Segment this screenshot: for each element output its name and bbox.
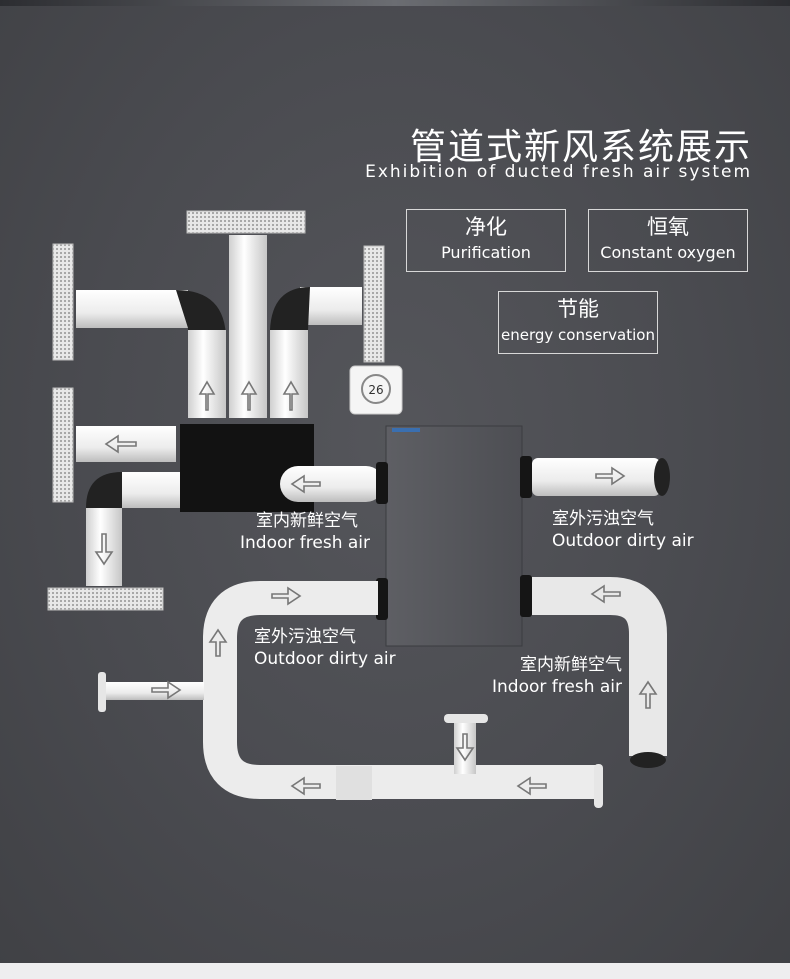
feature-oxygen-en: Constant oxygen [600,243,736,262]
arrow-down-2 [455,733,475,762]
feature-energy-conservation: 节能 energy conservation [498,291,658,354]
arrow-up-2 [240,380,258,411]
arrow-left-4 [290,776,321,796]
label-outdoor-dirty-bottom-en: Outdoor dirty air [254,649,396,669]
arrow-right-3 [151,680,182,700]
arrow-left-5 [516,776,547,796]
arrow-left-3 [590,584,621,604]
duct-left-horizontal [76,426,176,462]
duct-upper-horizontal-right [300,287,362,325]
grille-left-top [52,243,74,361]
thermostat-dial [361,374,391,404]
duct-elbow-right [270,287,310,330]
arrow-right-2 [271,586,302,606]
duct-elbow-left [176,290,226,340]
label-outdoor-dirty-top: 室外污浊空气 Outdoor dirty air [552,508,694,552]
arrow-left-2 [290,474,321,494]
exhaust-outlet-top [654,458,670,496]
duct-elbow-lower-left [86,472,122,508]
arrow-up-5 [638,680,658,709]
duct-left-horizontal-2 [122,472,180,508]
label-indoor-fresh-top-en: Indoor fresh air [240,533,370,553]
duct-vertical-left [188,330,226,418]
thermostat [349,365,403,415]
duct-top-branch [454,718,476,774]
label-outdoor-dirty-top-en: Outdoor dirty air [552,531,694,551]
bottom-border [0,963,790,979]
arrow-up-3 [282,380,300,411]
airflow-arrows [94,380,658,796]
grille-top [186,210,306,234]
arrow-down-1 [94,533,114,566]
feature-purification-zh: 净化 [465,215,507,239]
fresh-air-unit [385,425,523,647]
label-indoor-fresh-top-zh: 室内新鲜空气 [256,511,358,531]
duct-vertical-right [270,330,308,418]
label-outdoor-dirty-top-zh: 室外污浊空气 [552,509,654,529]
duct-upper-horizontal-left [76,290,188,328]
top-border [0,0,790,6]
grille-bottom [47,587,164,611]
arrow-right-1 [595,466,626,486]
duct-left-vertical [86,508,122,586]
thermostat-display: 26 [368,383,383,397]
duct-indoor-fresh-top [280,466,384,502]
label-indoor-fresh-bottom-en: Indoor fresh air [492,677,622,697]
arrow-left-1 [104,434,137,454]
feature-energy-en: energy conservation [501,326,655,344]
label-indoor-fresh-bottom: 室内新鲜空气 Indoor fresh air [488,654,622,698]
outlet-bottom-right [630,752,666,768]
label-outdoor-dirty-bottom-zh: 室外污浊空气 [254,627,356,647]
duct-vertical-center [229,235,267,418]
arrow-up-1 [198,380,216,411]
feature-oxygen-zh: 恒氧 [647,215,689,239]
page-subtitle: Exhibition of ducted fresh air system [365,162,752,182]
page-title: 管道式新风系统展示 [409,127,752,168]
grille-left-bottom [52,387,74,503]
feature-purification: 净化 Purification [406,209,566,272]
grille-right-top [363,245,385,363]
label-indoor-fresh-bottom-zh: 室内新鲜空气 [520,655,622,675]
feature-purification-en: Purification [441,243,531,262]
duct-outdoor-dirty-loop [203,581,600,799]
feature-energy-zh: 节能 [557,297,599,321]
arrow-up-4 [208,628,228,657]
feature-constant-oxygen: 恒氧 Constant oxygen [588,209,748,272]
label-outdoor-dirty-bottom: 室外污浊空气 Outdoor dirty air [254,626,396,670]
label-indoor-fresh-top: 室内新鲜空气 Indoor fresh air [240,510,370,554]
